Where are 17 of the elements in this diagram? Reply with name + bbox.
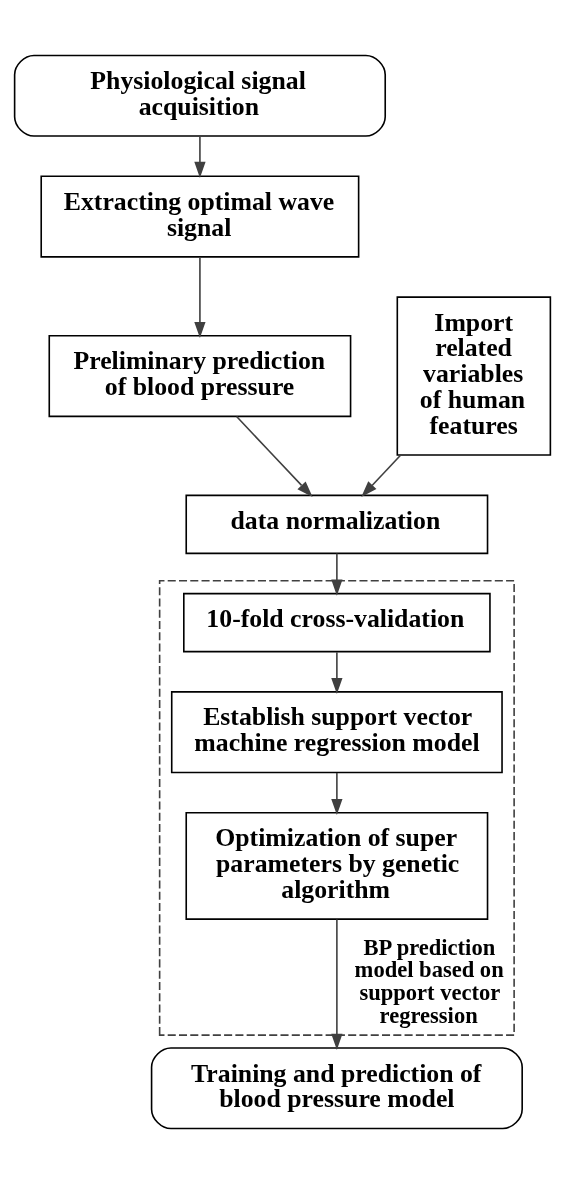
arrow	[194, 256, 206, 338]
node-box: Training and prediction of blood pressure model	[150, 1046, 523, 1129]
node-box: Preliminary prediction of blood pressure	[48, 334, 352, 417]
arrow	[331, 918, 343, 1050]
node-box: data normalization	[185, 494, 489, 554]
node-box: Import related variables of human features	[396, 295, 552, 456]
arrow	[235, 415, 313, 497]
node-box: Extracting optimal wave signal	[40, 175, 360, 258]
arrow	[194, 135, 206, 178]
node-box: Optimization of super parameters by genetic algorithm	[185, 811, 489, 920]
arrow	[331, 771, 343, 815]
node-box: Establish support vector machine regression model	[170, 690, 503, 773]
arrow	[331, 650, 343, 694]
arrow	[331, 552, 343, 596]
node-box: 10-fold cross-validation	[183, 592, 491, 652]
arrow	[361, 454, 402, 497]
node-box: Physiological signal acquisition	[13, 54, 387, 137]
